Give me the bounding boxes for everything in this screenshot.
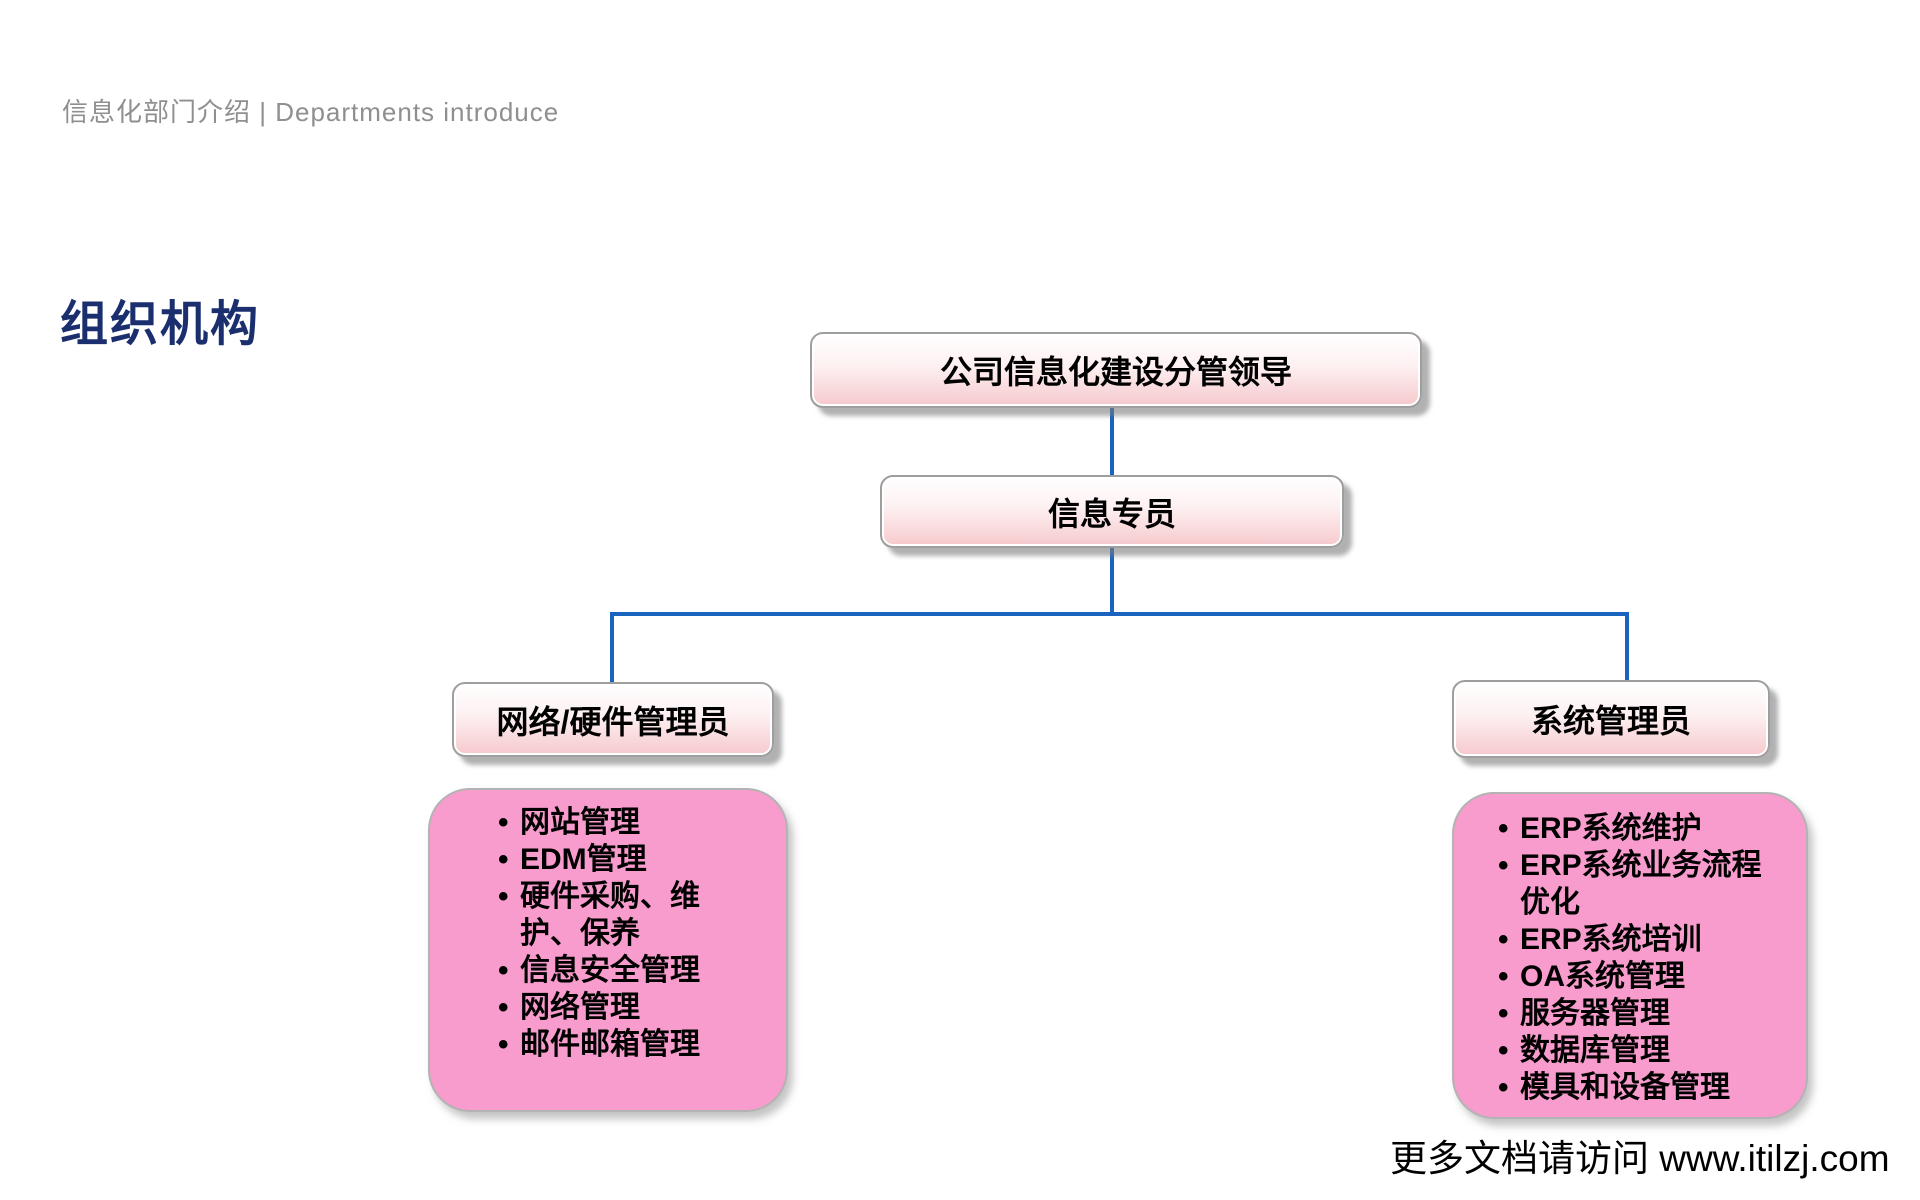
org-node-system-admin: 系统管理员 (1452, 680, 1770, 758)
duties-panel-network-admin: 网站管理 EDM管理 硬件采购、维护、保养 信息安全管理 网络管理 邮件邮箱管理 (428, 788, 788, 1112)
duty-item: ERP系统培训 (1498, 921, 1778, 958)
connector-leader-specialist (1110, 405, 1114, 477)
org-node-system-admin-label: 系统管理员 (1530, 703, 1691, 739)
duty-item: 邮件邮箱管理 (498, 1026, 730, 1063)
org-node-specialist-label: 信息专员 (1047, 495, 1176, 532)
connector-horizontal-branch (610, 612, 1629, 616)
org-node-network-admin: 网络/硬件管理员 (452, 682, 774, 757)
org-node-leader-label: 公司信息化建设分管领导 (939, 354, 1292, 390)
page-title: 组织机构 (60, 298, 261, 351)
duty-item: 信息安全管理 (498, 952, 730, 989)
duty-item: 网站管理 (498, 804, 730, 841)
slide-header-text: 信息化部门介绍 | Departments introduce (62, 97, 560, 127)
connector-branch-network (610, 612, 614, 684)
footer-watermark-text: 更多文档请访问 www.itilzj.com (1390, 1138, 1890, 1179)
org-node-network-admin-label: 网络/硬件管理员 (496, 703, 730, 740)
duty-item: ERP系统维护 (1498, 810, 1778, 847)
connector-specialist-stem (1110, 546, 1114, 614)
duty-item: 服务器管理 (1498, 995, 1778, 1032)
duty-item: 硬件采购、维护、保养 (498, 878, 730, 952)
connector-branch-system (1625, 612, 1629, 682)
duty-item: 网络管理 (498, 989, 730, 1026)
duty-item: EDM管理 (498, 841, 730, 878)
duty-item: OA系统管理 (1498, 958, 1778, 995)
org-node-specialist: 信息专员 (880, 475, 1344, 548)
duty-item: 模具和设备管理 (1498, 1069, 1778, 1106)
duties-panel-system-admin: ERP系统维护 ERP系统业务流程优化 ERP系统培训 OA系统管理 服务器管理… (1452, 792, 1808, 1119)
duty-item: 数据库管理 (1498, 1032, 1778, 1069)
duties-list-system-admin: ERP系统维护 ERP系统业务流程优化 ERP系统培训 OA系统管理 服务器管理… (1498, 810, 1778, 1106)
duty-item: ERP系统业务流程优化 (1498, 847, 1778, 921)
org-node-leader: 公司信息化建设分管领导 (810, 332, 1422, 408)
duties-list-network-admin: 网站管理 EDM管理 硬件采购、维护、保养 信息安全管理 网络管理 邮件邮箱管理 (498, 804, 730, 1063)
